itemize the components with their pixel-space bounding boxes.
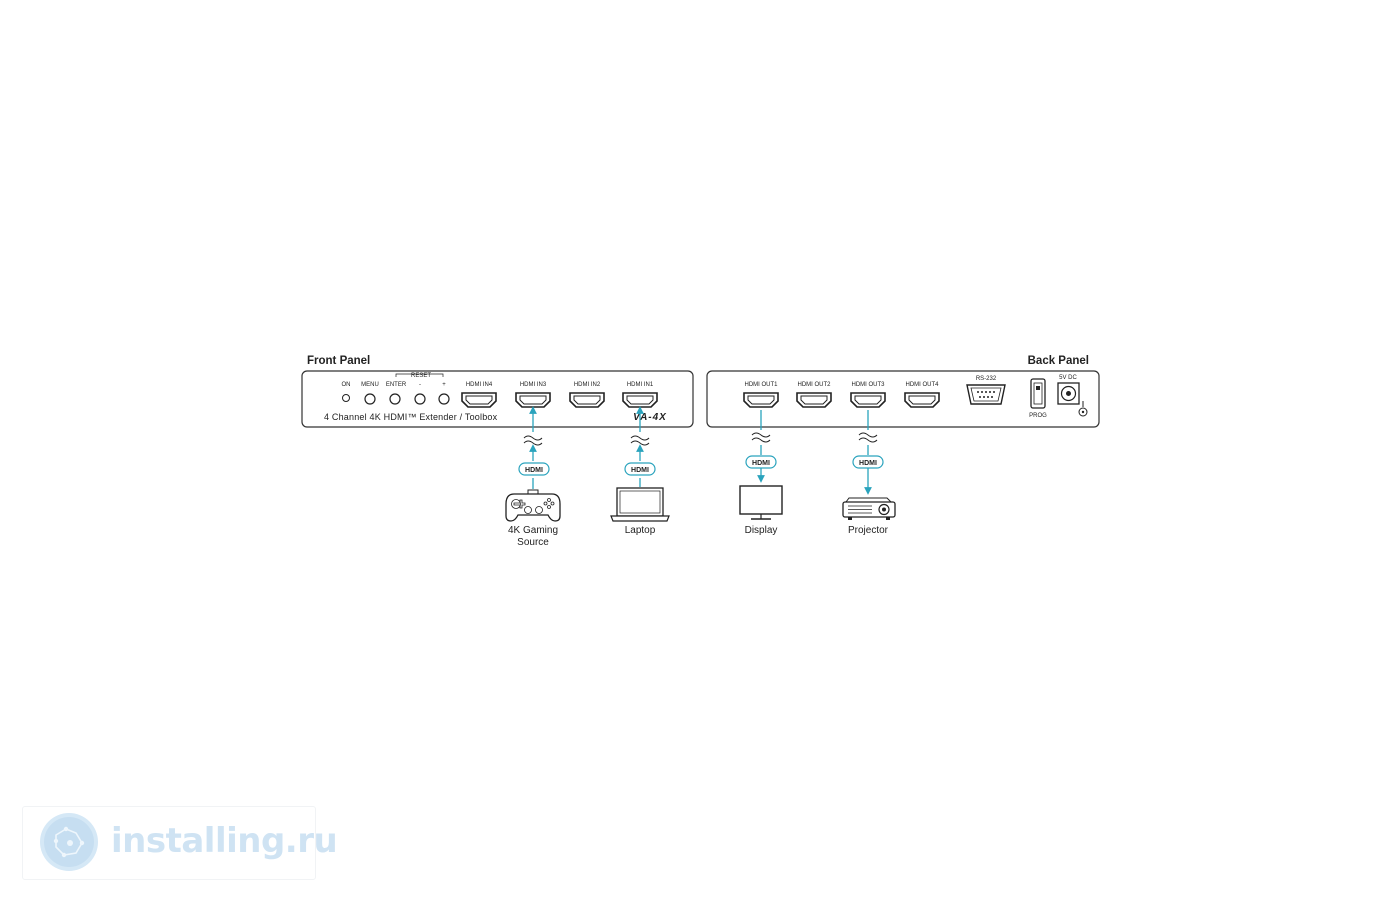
front-panel-box bbox=[301, 370, 694, 428]
hdmi-badge bbox=[624, 462, 656, 476]
hdmi-in2-label: HDMI IN2 bbox=[574, 382, 601, 388]
hdmi-out4-port[interactable] bbox=[904, 392, 940, 408]
menu-label: MENU bbox=[361, 382, 379, 388]
enter-button[interactable] bbox=[389, 393, 401, 405]
hdmi-badge bbox=[745, 455, 777, 469]
laptop-icon bbox=[610, 487, 670, 522]
hdmi-badge-text: HDMI bbox=[859, 460, 877, 467]
reset-label: RESET bbox=[411, 373, 431, 379]
hdmi-in4-label: HDMI IN4 bbox=[466, 382, 493, 388]
hdmi-in4-port[interactable] bbox=[461, 392, 497, 408]
hdmi-in3-port[interactable] bbox=[515, 392, 551, 408]
hdmi-in3-label: HDMI IN3 bbox=[520, 382, 547, 388]
break-symbol bbox=[858, 432, 878, 443]
hdmi-badge-text: HDMI bbox=[752, 460, 770, 467]
break-symbol bbox=[751, 432, 771, 443]
laptop-label: Laptop bbox=[625, 525, 656, 536]
prog-usb-port[interactable] bbox=[1030, 378, 1046, 409]
gamepad-icon bbox=[505, 489, 561, 522]
hdmi-badge-text: HDMI bbox=[631, 467, 649, 474]
hdmi-out4-label: HDMI OUT4 bbox=[906, 382, 940, 388]
gaming-source-label-line2: Source bbox=[517, 537, 549, 548]
gaming-source-label-line1: 4K Gaming bbox=[508, 525, 558, 536]
on-led bbox=[342, 394, 350, 402]
rs232-port[interactable] bbox=[966, 384, 1006, 405]
back-panel-title: Back Panel bbox=[1028, 355, 1089, 367]
break-symbol bbox=[630, 435, 650, 446]
hdmi-badge bbox=[852, 455, 884, 469]
menu-button[interactable] bbox=[364, 393, 376, 405]
rs232-label: RS-232 bbox=[976, 376, 997, 382]
watermark: installing.ru bbox=[22, 806, 338, 880]
hdmi-badge bbox=[518, 462, 550, 476]
minus-button[interactable] bbox=[414, 393, 426, 405]
hdmi-out2-port[interactable] bbox=[796, 392, 832, 408]
hdmi-in1-label: HDMI IN1 bbox=[627, 382, 654, 388]
hdmi-out3-port[interactable] bbox=[850, 392, 886, 408]
hdmi-badge-text: HDMI bbox=[525, 467, 543, 474]
hdmi-out2-label: HDMI OUT2 bbox=[798, 382, 832, 388]
hdmi-in2-port[interactable] bbox=[569, 392, 605, 408]
device-tagline: 4 Channel 4K HDMI™ Extender / Toolbox bbox=[324, 412, 498, 422]
enter-label: ENTER bbox=[386, 382, 407, 388]
display-icon bbox=[739, 485, 783, 520]
hdmi-out1-port[interactable] bbox=[743, 392, 779, 408]
polarity-icon bbox=[1078, 401, 1088, 417]
model-name: VA-4X bbox=[633, 412, 667, 423]
power-label: 5V DC bbox=[1059, 375, 1077, 381]
watermark-logo-icon bbox=[40, 813, 98, 871]
watermark-text: installing.ru bbox=[111, 821, 338, 861]
plus-label: + bbox=[442, 382, 446, 388]
display-label: Display bbox=[745, 525, 778, 536]
projector-icon bbox=[842, 497, 896, 520]
on-label: ON bbox=[342, 382, 351, 388]
break-symbol bbox=[523, 435, 543, 446]
hdmi-out1-label: HDMI OUT1 bbox=[745, 382, 779, 388]
power-connector[interactable] bbox=[1057, 382, 1080, 405]
minus-label: - bbox=[419, 382, 421, 388]
front-panel-title: Front Panel bbox=[307, 355, 370, 367]
hdmi-out3-label: HDMI OUT3 bbox=[852, 382, 886, 388]
reset-bracket bbox=[395, 373, 444, 377]
hdmi-in1-port[interactable] bbox=[622, 392, 658, 408]
plus-button[interactable] bbox=[438, 393, 450, 405]
prog-label: PROG bbox=[1029, 413, 1047, 419]
projector-label: Projector bbox=[848, 525, 889, 536]
